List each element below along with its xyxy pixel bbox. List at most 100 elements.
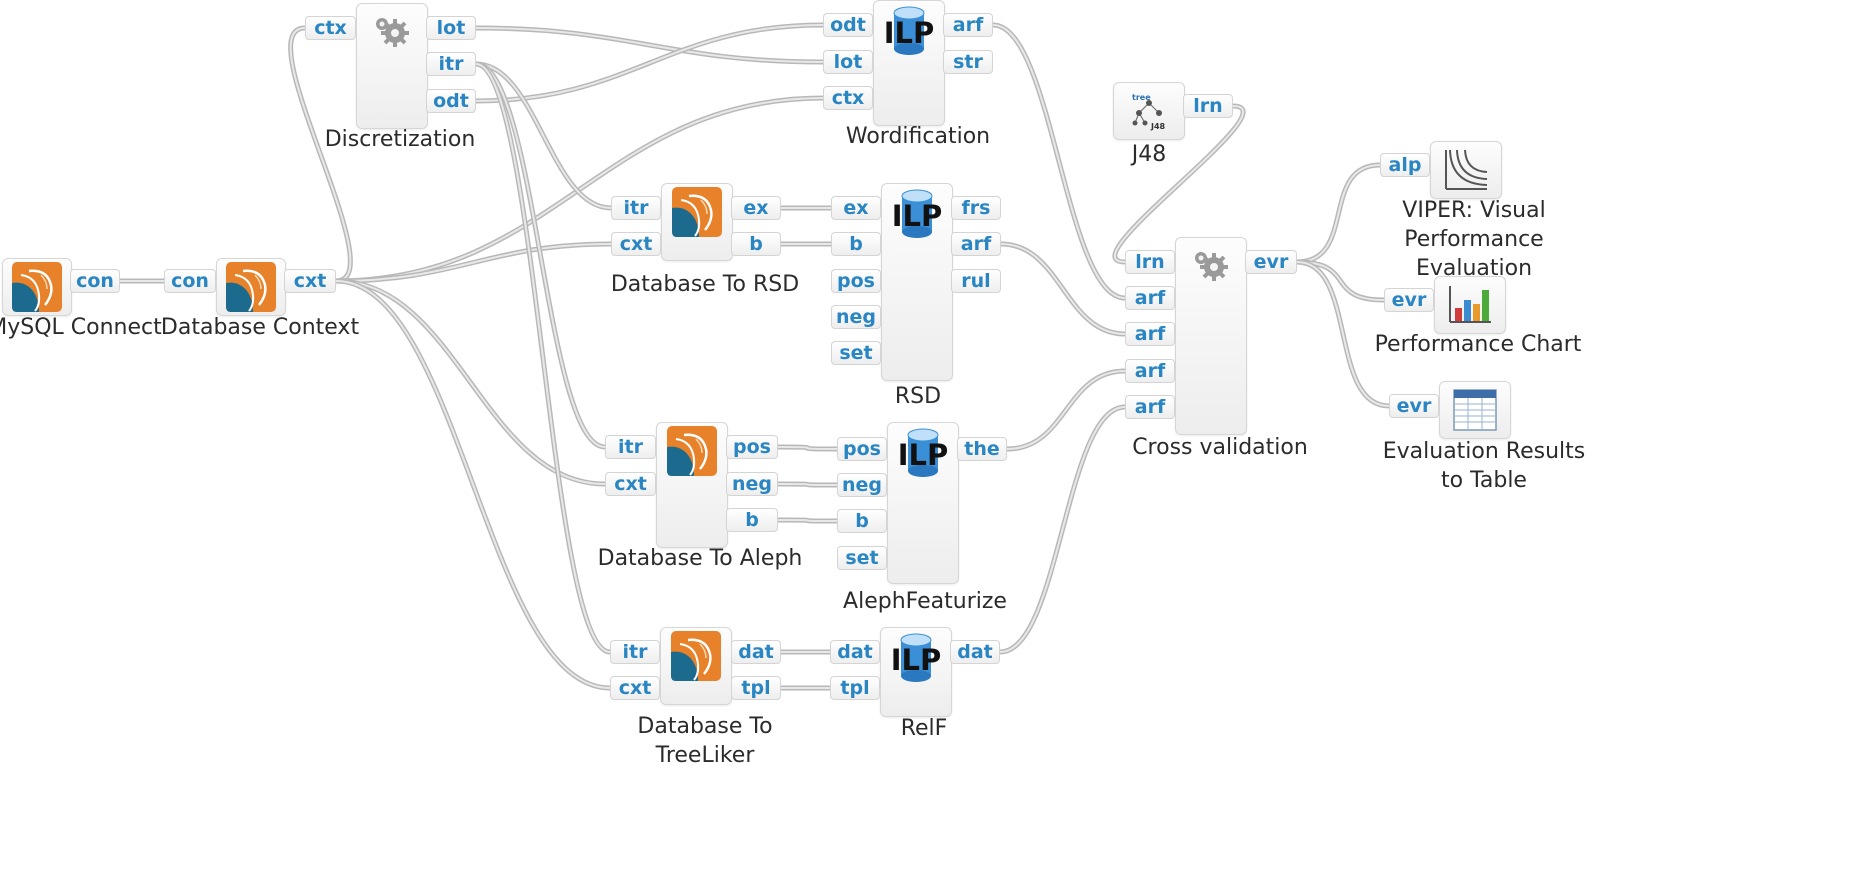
connection-highlight [992,24,1126,299]
evaluation-results-input-evr-port[interactable]: evr [1389,394,1439,418]
wordification-title: Wordification [845,124,991,149]
connection-highlight [475,63,611,653]
performance-chart-input-evr-port[interactable]: evr [1384,288,1434,312]
database-to-rsd-widget[interactable] [661,183,733,261]
alephfeaturize-input-pos-port[interactable]: pos [837,437,887,461]
discretization-output-itr-port[interactable]: itr [426,52,476,76]
j48-widget[interactable]: tree J48 [1113,82,1185,140]
evaluation-results-widget[interactable] [1439,381,1511,439]
database-to-aleph-widget[interactable] [656,422,728,548]
cross-validation-widget[interactable] [1175,237,1247,435]
svg-text:J48: J48 [1150,122,1166,131]
database-icon [225,261,277,313]
wordification-input-odt-port[interactable]: odt [823,13,873,37]
database-to-aleph-output-neg-port[interactable]: neg [726,472,778,496]
j48-output-lrn-port[interactable]: lrn [1183,94,1233,118]
mysql-connect-widget[interactable] [2,258,72,316]
alephfeaturize-input-b-port[interactable]: b [837,509,887,533]
cross-validation-output-evr-port[interactable]: evr [1245,250,1297,274]
database-to-rsd-input-itr-port[interactable]: itr [611,196,661,220]
discretization-input-ctx-port[interactable]: ctx [305,16,356,40]
gears-icon [1192,247,1230,285]
connection-highlight [475,63,606,448]
connection-highlight [1296,164,1381,263]
cross-validation-input-lrn-port[interactable]: lrn [1125,250,1175,274]
database-to-rsd-title: Database To RSD [610,272,800,297]
database-to-aleph-input-itr-port[interactable]: itr [605,435,656,459]
svg-text:ILP: ILP [884,16,935,50]
svg-text:tree: tree [1132,93,1151,102]
discretization-output-odt-port[interactable]: odt [426,89,476,113]
alephfeaturize-output-the-port[interactable]: the [957,437,1007,461]
svg-text:ILP: ILP [898,438,949,472]
wordification-widget[interactable]: ILP [873,0,945,126]
evaluation-results-title: Evaluation Results to Table [1382,439,1586,493]
connection-highlight [1114,105,1244,263]
rsd-output-arf-port[interactable]: arf [951,232,1001,256]
rsd-input-neg-port[interactable]: neg [831,305,881,329]
database-to-aleph-output-pos-port[interactable]: pos [726,435,778,459]
database-to-aleph-output-b-port[interactable]: b [726,508,778,532]
relf-input-dat-port[interactable]: dat [830,640,880,664]
wordification-input-lot-port[interactable]: lot [823,50,873,74]
database-context-widget[interactable] [216,258,286,316]
ilp-icon: ILP [877,3,941,61]
relf-widget[interactable]: ILP [880,627,952,717]
relf-input-tpl-port[interactable]: tpl [830,676,880,700]
rsd-title: RSD [894,384,942,409]
database-to-treeliker-input-itr-port[interactable]: itr [610,640,660,664]
table-icon [1453,389,1497,431]
rsd-output-frs-port[interactable]: frs [951,196,1001,220]
database-icon [671,186,723,238]
wordification-output-str-port[interactable]: str [943,50,993,74]
connection-highlight [1296,261,1390,407]
ilp-icon: ILP [885,186,949,244]
database-to-aleph-input-cxt-port[interactable]: cxt [605,472,656,496]
discretization-output-lot-port[interactable]: lot [426,16,476,40]
database-to-rsd-input-cxt-port[interactable]: cxt [611,232,661,256]
cross-validation-input-arf-port[interactable]: arf [1125,322,1175,346]
bar-chart-icon [1447,284,1493,326]
svg-text:ILP: ILP [892,199,943,233]
connection-highlight [475,27,824,63]
connection-highlight [475,24,824,102]
viper-input-alp-port[interactable]: alp [1380,153,1430,177]
viper-widget[interactable] [1430,141,1502,199]
database-to-rsd-output-b-port[interactable]: b [731,232,781,256]
alephfeaturize-widget[interactable]: ILP [887,422,959,584]
rsd-input-b-port[interactable]: b [831,232,881,256]
database-to-treeliker-widget[interactable] [660,627,732,705]
mysql-connect-output-con-port[interactable]: con [70,269,120,293]
wordification-input-ctx-port[interactable]: ctx [823,86,873,110]
rsd-input-pos-port[interactable]: pos [831,269,881,293]
database-icon [670,630,722,682]
database-context-input-con-port[interactable]: con [164,269,216,293]
connection-highlight [777,483,838,486]
alephfeaturize-input-neg-port[interactable]: neg [837,473,887,497]
cross-validation-input-arf-port[interactable]: arf [1125,359,1175,383]
alephfeaturize-input-set-port[interactable]: set [837,546,887,570]
discretization-widget[interactable] [356,3,428,129]
relf-title: RelF [900,716,948,741]
database-to-rsd-output-ex-port[interactable]: ex [731,196,781,220]
performance-chart-widget[interactable] [1434,276,1506,334]
rsd-input-ex-port[interactable]: ex [831,196,881,220]
cross-validation-input-arf-port[interactable]: arf [1125,286,1175,310]
curves-icon [1443,148,1489,192]
rsd-widget[interactable]: ILP [881,183,953,381]
relf-output-dat-port[interactable]: dat [950,640,1000,664]
cross-validation-input-arf-port[interactable]: arf [1125,395,1175,419]
database-to-treeliker-output-dat-port[interactable]: dat [731,640,781,664]
database-to-treeliker-output-tpl-port[interactable]: tpl [731,676,781,700]
database-to-treeliker-input-cxt-port[interactable]: cxt [610,676,660,700]
connection-highlight [335,280,611,689]
database-context-output-cxt-port[interactable]: cxt [284,269,336,293]
alephfeaturize-title: AlephFeaturize [843,589,1007,614]
tree-j48-icon: tree J48 [1129,91,1169,131]
database-to-treeliker-title: Database To TreeLiker [637,714,773,768]
wordification-output-arf-port[interactable]: arf [943,13,993,37]
rsd-input-set-port[interactable]: set [831,341,881,365]
rsd-output-rul-port[interactable]: rul [951,269,1001,293]
